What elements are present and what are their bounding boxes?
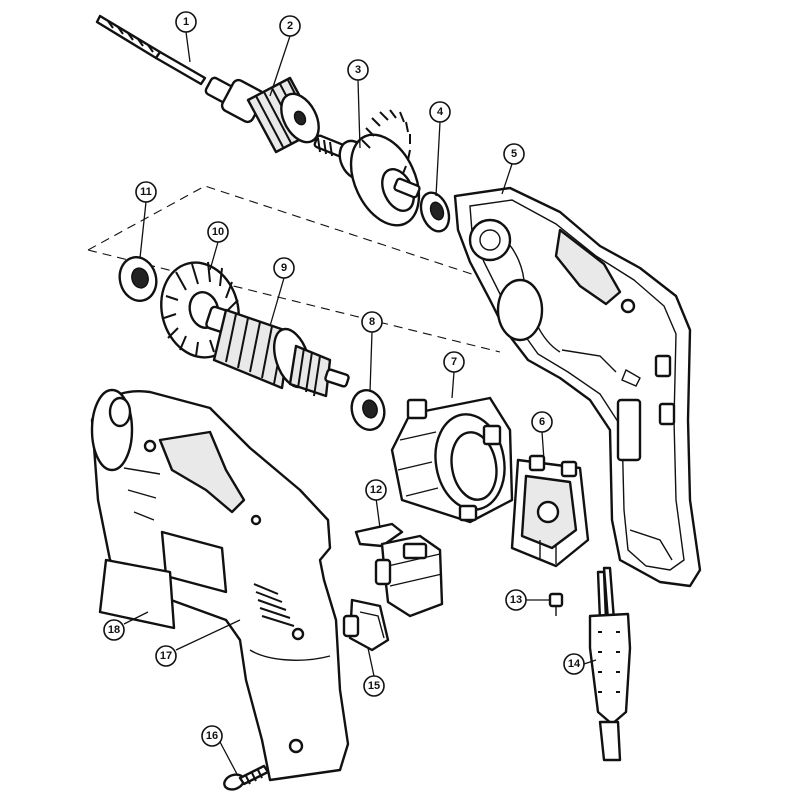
housing-half	[453, 186, 702, 588]
callout-label: 6	[539, 416, 545, 428]
callout-label: 9	[281, 262, 287, 274]
callout-label: 8	[369, 316, 375, 328]
bearing-front	[419, 191, 451, 233]
callout-8: 8	[361, 311, 383, 333]
callout-label: 1	[183, 16, 189, 28]
callout-1: 1	[175, 11, 197, 33]
callout-9: 9	[273, 257, 295, 279]
callout-2: 2	[279, 15, 301, 37]
callout-4: 4	[429, 101, 451, 123]
assembly-boundary	[87, 185, 521, 353]
carbon-brush	[548, 592, 564, 616]
bearing-rear	[118, 256, 158, 302]
spindle-gear	[313, 109, 421, 227]
callout-label: 14	[568, 658, 581, 670]
callout-label: 5	[511, 148, 517, 160]
callout-label: 3	[355, 64, 361, 76]
callout-14: 14	[563, 653, 585, 675]
trigger-switch	[354, 522, 444, 618]
callout-label: 15	[368, 680, 380, 692]
cord-guard	[588, 566, 632, 762]
callout-label: 2	[287, 20, 293, 32]
callout-16: 16	[201, 725, 223, 747]
callout-label: 7	[451, 356, 457, 368]
brush-holder	[510, 454, 590, 568]
callout-label: 12	[370, 484, 382, 496]
callout-13: 13	[505, 589, 527, 611]
callout-label: 17	[160, 650, 172, 662]
nameplate	[98, 558, 176, 630]
callout-12: 12	[365, 479, 387, 501]
callout-label: 4	[437, 106, 444, 118]
callout-6: 6	[531, 411, 553, 433]
callout-label: 11	[140, 186, 152, 198]
lock-button	[342, 598, 390, 652]
callouts: 1 2 3 4 5 6 7 8 9 10 11 12 13 14 15 16 1…	[103, 11, 585, 747]
callout-label: 10	[212, 226, 224, 238]
armature	[205, 305, 350, 398]
callout-5: 5	[503, 143, 525, 165]
housing-main	[90, 388, 350, 782]
drill-chuck	[204, 76, 320, 154]
callout-7: 7	[443, 351, 465, 373]
leader-lines	[123, 31, 597, 777]
callout-10: 10	[207, 221, 229, 243]
stator-field	[390, 396, 514, 524]
drill-bit	[95, 14, 207, 86]
callout-label: 16	[206, 730, 218, 742]
armature-bearing	[350, 389, 386, 431]
callout-11: 11	[135, 181, 157, 203]
callout-3: 3	[347, 59, 369, 81]
callout-18: 18	[103, 619, 125, 641]
screw	[223, 764, 270, 791]
callout-label: 18	[108, 624, 120, 636]
callout-17: 17	[155, 645, 177, 667]
callout-15: 15	[363, 675, 385, 697]
callout-label: 13	[510, 594, 522, 606]
